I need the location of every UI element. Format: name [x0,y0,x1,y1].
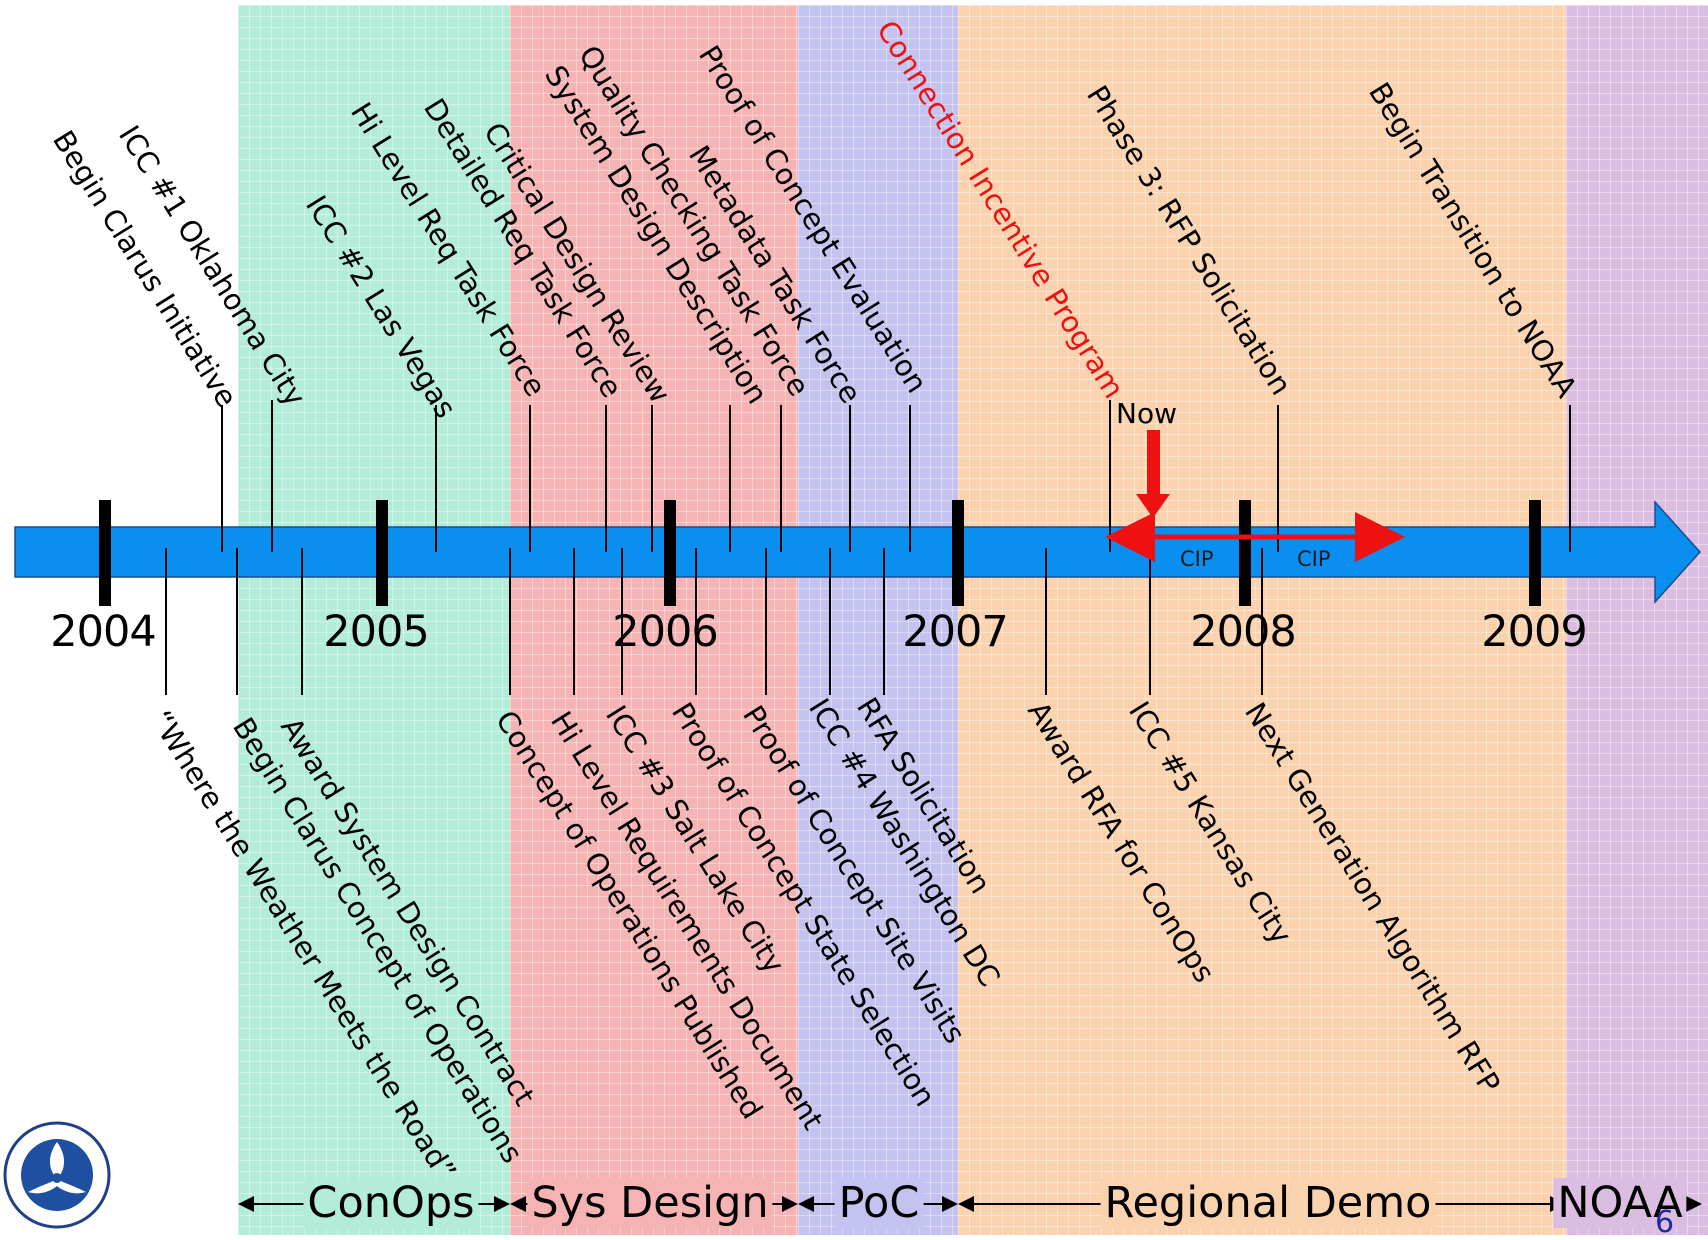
year-tick-2008 [1239,500,1251,606]
timeline-arrow [14,500,1702,604]
phase-band-poc [798,5,958,1235]
year-tick-2006 [664,500,676,606]
cip-label-right: CIP [1297,547,1331,571]
phase-label-conops: ConOps [303,1178,479,1228]
dot-seal-logo [3,1121,111,1229]
year-label-2005: 2005 [323,607,429,657]
phase-label-sys-design: Sys Design [527,1178,773,1228]
cip-label-left: CIP [1180,547,1214,571]
phase-band-noaa [1566,5,1708,1235]
year-label-2004: 2004 [50,607,156,657]
year-tick-2007 [952,500,964,606]
year-tick-2009 [1529,500,1541,606]
year-label-2007: 2007 [902,607,1008,657]
now-down-arrow [1136,430,1170,518]
year-tick-2005 [376,500,388,606]
year-label-2008: 2008 [1190,607,1296,657]
phase-band-regional-demo [958,5,1566,1235]
year-tick-2004 [99,500,111,606]
phase-label-regional-demo: Regional Demo [1100,1178,1436,1228]
year-label-2009: 2009 [1481,607,1587,657]
phase-band-conops [238,5,510,1235]
now-label: Now [1116,397,1177,430]
phase-band-sys-design [510,5,798,1235]
year-label-2006: 2006 [612,607,718,657]
phase-label-noaa: NOAA [1553,1178,1687,1228]
page-number: 6 [1655,1205,1675,1240]
phase-label-poc: PoC [834,1178,924,1228]
